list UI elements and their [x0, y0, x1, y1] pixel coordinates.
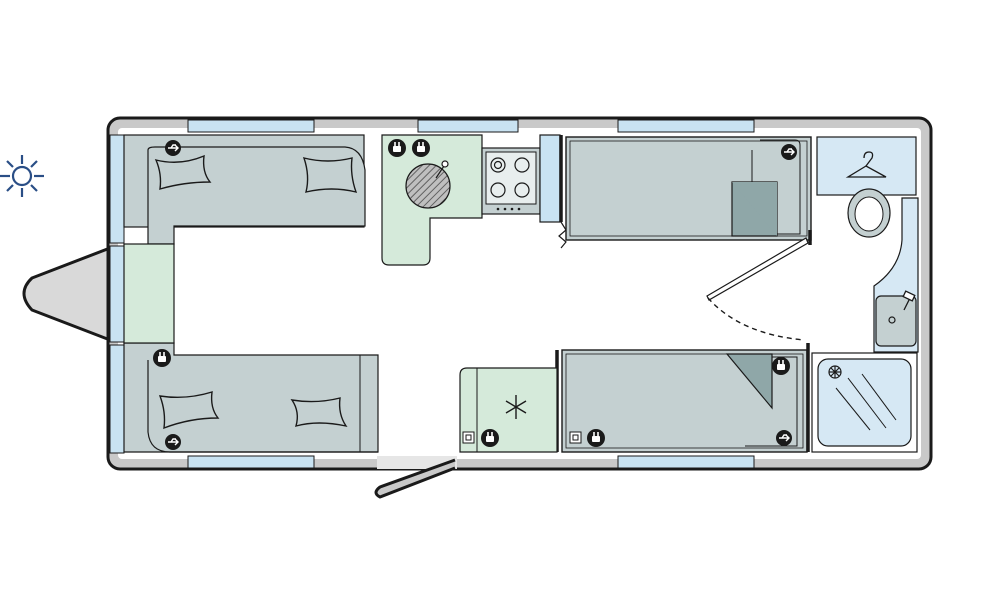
power-socket-icon [412, 139, 430, 157]
sink[interactable] [405, 163, 451, 209]
window-bed-bottom [617, 455, 755, 469]
cushion-bottom-left [158, 391, 220, 430]
window-bed-top [617, 119, 755, 133]
hob[interactable] [481, 147, 541, 215]
fridge[interactable] [459, 367, 558, 453]
toilet[interactable] [847, 188, 891, 238]
window-front-lower [109, 344, 125, 454]
windows [109, 119, 755, 469]
aerial-socket-icon [462, 431, 475, 444]
partition-fold [558, 221, 567, 249]
power-socket-icon [388, 139, 406, 157]
window-front-lounge-top [187, 119, 315, 133]
window-kitchen-top [417, 119, 519, 133]
hanger-icon [845, 151, 887, 178]
power-socket-icon [481, 429, 499, 447]
sink-tap-icon [435, 160, 449, 179]
window-front-upper [109, 134, 125, 244]
window-front-centre [109, 245, 125, 343]
duvet-fold-bottom [725, 353, 773, 410]
hob-burner-1 [490, 157, 506, 173]
sun-icon [0, 155, 44, 197]
hob-burner-3 [490, 182, 506, 198]
cushion-bottom-right [290, 397, 348, 428]
hob-burner-4 [514, 182, 530, 198]
single-bed-top[interactable] [565, 136, 812, 241]
power-socket-icon [153, 349, 171, 367]
usb-socket-icon [781, 144, 797, 160]
usb-socket-icon [165, 140, 181, 156]
shower[interactable] [811, 352, 918, 453]
shower-head-icon [828, 365, 842, 379]
entrance-door[interactable] [374, 458, 456, 499]
usb-socket-icon [776, 430, 792, 446]
window-front-lounge-bottom [187, 455, 315, 469]
hob-burner-2 [514, 157, 530, 173]
aerial-socket-icon [569, 431, 582, 444]
door-swing-arc [707, 297, 805, 341]
front-chest[interactable] [123, 243, 175, 344]
snowflake-icon [505, 395, 527, 419]
cushion-top-right [302, 157, 358, 193]
kitchen-cupboard[interactable] [539, 134, 561, 223]
power-socket-icon [772, 357, 790, 375]
cushion-top-left [154, 154, 212, 190]
power-socket-icon [587, 429, 605, 447]
basin-tap-icon [902, 290, 916, 311]
cushions [154, 154, 358, 430]
washbasin[interactable] [875, 295, 917, 347]
tow-hitch [22, 245, 112, 343]
usb-socket-icon [165, 434, 181, 450]
